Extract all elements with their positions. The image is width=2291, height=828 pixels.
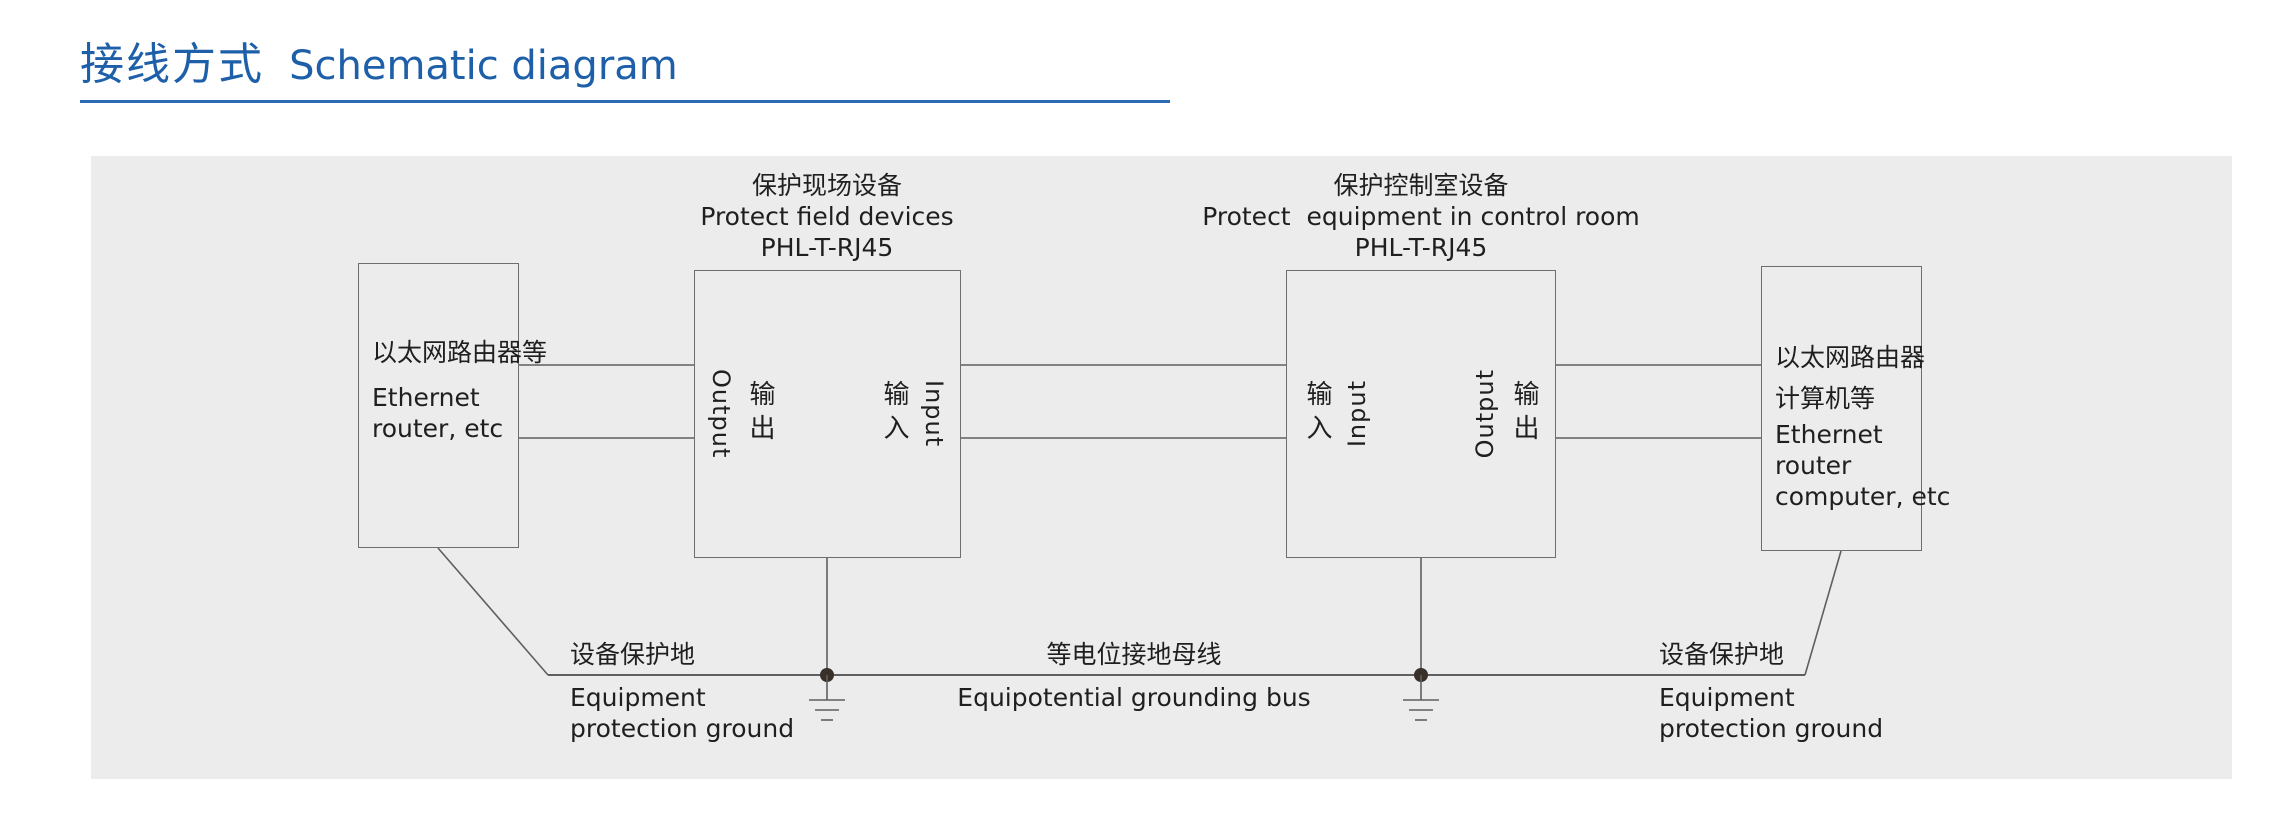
- protector2-caption: 保护控制室设备 Protect equipment in control roo…: [1121, 170, 1721, 263]
- device-box-left: 以太网路由器等 Ethernet router, etc: [358, 263, 548, 548]
- page-title-en: Schematic diagram: [289, 43, 678, 89]
- device-right-label-zh2: 计算机等: [1775, 384, 1876, 413]
- protector1-caption-zh: 保护现场设备: [751, 171, 902, 200]
- device-left-label-zh: 以太网路由器等: [372, 338, 548, 367]
- grounding-bus-label: 等电位接地母线 Equipotential grounding bus: [934, 639, 1334, 713]
- grounding-bus-label-zh: 等电位接地母线: [1046, 640, 1222, 669]
- protector2-output-label-en: Output: [1471, 369, 1499, 459]
- ground-label-right-zh: 设备保护地: [1659, 640, 1785, 669]
- protector2-output-port: Output 输出: [1471, 369, 1543, 458]
- ground-label-right-en2: protection ground: [1659, 714, 1884, 743]
- protector1-output-port: Output 输出: [707, 369, 779, 458]
- ground-label-left-en2: protection ground: [570, 714, 795, 743]
- device-left-label-en1: Ethernet: [372, 383, 480, 412]
- device-right-text: 以太网路由器 计算机等 Ethernet router computer, et…: [1762, 267, 1951, 512]
- protector-box-control: 输入 Input Output 输出: [1286, 270, 1556, 558]
- protector1-model: PHL-T-RJ45: [760, 233, 894, 262]
- protector2-caption-en: Protect equipment in control room: [1202, 202, 1640, 231]
- protector1-input-label-zh: 输入: [879, 380, 909, 448]
- protector1-input-label-en: Input: [920, 380, 948, 448]
- device-right-label-en2: router: [1775, 451, 1852, 480]
- grounding-bus-label-en: Equipotential grounding bus: [957, 683, 1311, 712]
- protector2-model: PHL-T-RJ45: [1354, 233, 1488, 262]
- protector1-output-label-zh: 输出: [745, 380, 775, 448]
- device-left-label-en2: router, etc: [372, 414, 504, 443]
- protector2-input-label-en: Input: [1343, 380, 1371, 448]
- ground-label-left: 设备保护地 Equipment protection ground: [570, 639, 794, 744]
- protector1-caption: 保护现场设备 Protect field devices PHL-T-RJ45: [647, 170, 1007, 263]
- protector2-input-port: 输入 Input: [1299, 380, 1371, 448]
- protector2-input-label-zh: 输入: [1302, 380, 1332, 448]
- ground-label-right-en1: Equipment: [1659, 683, 1795, 712]
- protector1-input-port: 输入 Input: [876, 380, 948, 448]
- ground-label-right: 设备保护地 Equipment protection ground: [1659, 639, 1883, 744]
- device-right-label-en3: computer, etc: [1775, 482, 1951, 511]
- ground-label-left-en1: Equipment: [570, 683, 706, 712]
- protector2-output-label-zh: 输出: [1509, 380, 1539, 448]
- device-box-right: 以太网路由器 计算机等 Ethernet router computer, et…: [1761, 266, 1951, 551]
- protector-box-field: Output 输出 输入 Input: [694, 270, 961, 558]
- protector1-output-label-en: Output: [707, 369, 735, 459]
- title-underline: [80, 100, 1170, 103]
- device-left-text: 以太网路由器等 Ethernet router, etc: [359, 264, 548, 444]
- page-header: 接线方式 Schematic diagram: [80, 28, 678, 92]
- device-right-label-en1: Ethernet: [1775, 420, 1883, 449]
- protector2-caption-zh: 保护控制室设备: [1333, 171, 1509, 200]
- protector1-caption-en: Protect field devices: [700, 202, 954, 231]
- page-title-zh: 接线方式: [80, 39, 264, 90]
- device-right-label-zh1: 以太网路由器: [1775, 343, 1926, 372]
- ground-label-left-zh: 设备保护地: [570, 640, 696, 669]
